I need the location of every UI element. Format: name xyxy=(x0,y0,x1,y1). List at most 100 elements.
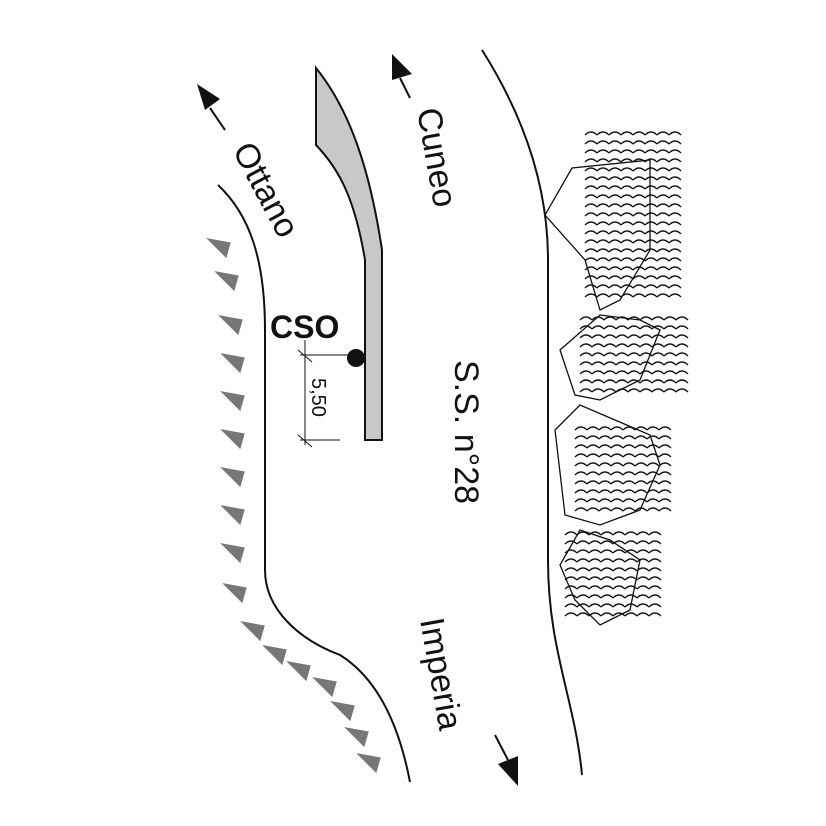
rock-hatch-line xyxy=(651,379,665,384)
rock-hatch-line xyxy=(632,167,646,172)
rock-hatch-line xyxy=(658,498,672,503)
rock-hatch-line xyxy=(610,471,624,476)
rock-hatch-line xyxy=(596,194,610,199)
rock-hatch-line xyxy=(608,293,622,298)
rock-hatch-line xyxy=(627,370,641,375)
rock-hatch-line xyxy=(658,480,672,485)
rock-hatch-line xyxy=(624,576,638,581)
rock-hatch-line xyxy=(584,158,598,163)
rock-hatch-line xyxy=(656,131,670,136)
rock-hatch-line xyxy=(675,334,689,339)
rock-hatch-line xyxy=(615,316,629,321)
rock-hatch-line xyxy=(644,149,658,154)
rock-hatch-line xyxy=(644,212,658,217)
rock-hatch-line xyxy=(574,471,588,476)
rock-hatch-line xyxy=(574,435,588,440)
rock-hatch-line xyxy=(656,266,670,271)
slope-mark xyxy=(344,727,369,748)
rock-hatch-line xyxy=(596,176,610,181)
rock-hatch-line xyxy=(596,131,610,136)
rock-hatch-line xyxy=(600,576,614,581)
rock-hatch-line xyxy=(610,489,624,494)
rock-hatch-line xyxy=(634,426,648,431)
rock-hatch-line xyxy=(639,361,653,366)
rock-hatch-line xyxy=(610,453,624,458)
rock-hatch-line xyxy=(576,585,590,590)
rock-hatch-line xyxy=(610,507,624,512)
rock-hatch-line xyxy=(615,343,629,348)
rock-hatch-line xyxy=(668,248,682,253)
rock-hatch-line xyxy=(598,444,612,449)
rock-hatch-line xyxy=(584,176,598,181)
rock-hatch-line xyxy=(663,379,677,384)
rock-hatch-line xyxy=(644,203,658,208)
rock-hatch-line xyxy=(598,489,612,494)
rock-hatch-line xyxy=(576,612,590,617)
rock-hatch-line xyxy=(624,567,638,572)
rock-hatch-line xyxy=(663,352,677,357)
rock-hatch-line xyxy=(610,426,624,431)
rock-hatch-line xyxy=(564,549,578,554)
rock-hatch-line xyxy=(656,212,670,217)
rock-hatch-line xyxy=(598,498,612,503)
rock-hatch-line xyxy=(624,540,638,545)
rock-hatch-line xyxy=(584,275,598,280)
rock-hatch-line xyxy=(603,334,617,339)
rock-hatch-line xyxy=(627,361,641,366)
rock-hatch-line xyxy=(612,576,626,581)
rock-hatch-line xyxy=(663,316,677,321)
rock-hatch-line xyxy=(598,462,612,467)
rock-hatch-line xyxy=(632,284,646,289)
rock-hatch-lines xyxy=(564,131,689,617)
rock-hatch-line xyxy=(624,558,638,563)
rock-hatch-line xyxy=(612,567,626,572)
rock-hatch-line xyxy=(632,293,646,298)
rock-hatch-line xyxy=(644,239,658,244)
rock-hatch-line xyxy=(675,388,689,393)
rock-hatch-line xyxy=(668,140,682,145)
rock-hatch-line xyxy=(608,167,622,172)
slope-mark xyxy=(220,391,245,412)
rock-hatch-line xyxy=(586,480,600,485)
rock-hatch-line xyxy=(596,167,610,172)
rock-hatch-line xyxy=(600,603,614,608)
rock-hatch-line xyxy=(646,453,660,458)
rock-hatch-line xyxy=(579,361,593,366)
arrow-down-icon xyxy=(494,734,518,786)
rock-hatch-line xyxy=(612,612,626,617)
rock-hatch-line xyxy=(620,131,634,136)
rock-hatch-line xyxy=(668,230,682,235)
rock-hatch-line xyxy=(564,558,578,563)
rock-hatch-line xyxy=(648,567,662,572)
rock-hatch-line xyxy=(610,480,624,485)
rock-hatch-line xyxy=(586,462,600,467)
slope-mark xyxy=(286,661,311,682)
rock-hatch-line xyxy=(658,462,672,467)
rock-hatch-line xyxy=(598,453,612,458)
slope-mark xyxy=(220,505,245,526)
rock-hatch-line xyxy=(622,507,636,512)
rock-hatch-line xyxy=(584,248,598,253)
rock-hatch-line xyxy=(668,167,682,172)
rock-hatch-line xyxy=(584,266,598,271)
rock-hatch-line xyxy=(675,343,689,348)
rock-hatch-line xyxy=(591,370,605,375)
rock-hatch-line xyxy=(584,230,598,235)
rock-hatch-line xyxy=(632,257,646,262)
dimension-annotation xyxy=(297,340,356,448)
rock-hatch-line xyxy=(624,549,638,554)
rock-hatch-line xyxy=(574,426,588,431)
rock-hatch-line xyxy=(648,549,662,554)
rock-hatch-line xyxy=(584,149,598,154)
rock-hatch-line xyxy=(576,531,590,536)
rock-hatch-line xyxy=(620,275,634,280)
rock-hatch-line xyxy=(620,158,634,163)
rock-hatch-line xyxy=(600,540,614,545)
rock-hatch-line xyxy=(639,316,653,321)
rock-hatch-line xyxy=(596,203,610,208)
rock-hatch-line xyxy=(591,379,605,384)
rock-hatch-line xyxy=(596,158,610,163)
rock-hatch-line xyxy=(591,343,605,348)
